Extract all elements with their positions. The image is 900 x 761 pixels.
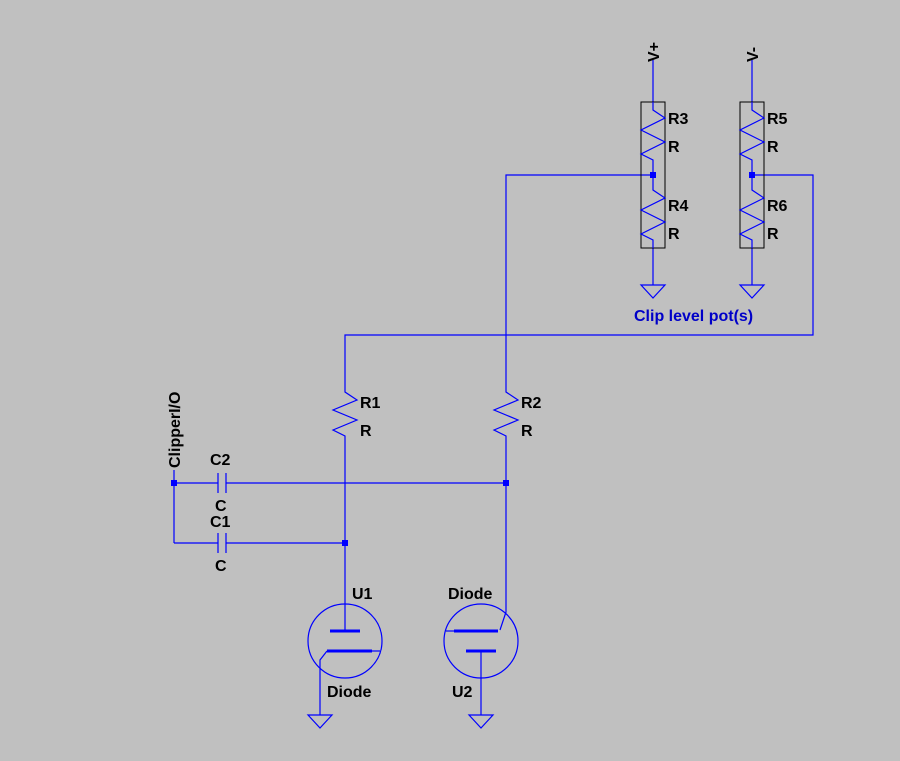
ground-symbol-3 [306,714,334,729]
tube-u1[interactable] [307,603,383,679]
r6-value: R [767,226,779,243]
r6-ref: R6 [767,198,788,215]
u2-value: Diode [448,586,493,603]
tube-u2[interactable] [443,603,519,679]
resistor-r4[interactable] [639,175,667,248]
clip-level-comment: Clip level pot(s) [634,308,753,325]
pot-vplus[interactable] [639,101,667,249]
r5-ref: R5 [767,111,788,128]
vminus-label: V- [745,47,762,62]
resistor-r6[interactable] [738,175,766,248]
resistor-r5[interactable] [738,102,766,175]
resistor-r3[interactable] [639,102,667,175]
io-net-label: ClipperI/O [167,392,184,468]
r3-ref: R3 [668,111,689,128]
ground-symbol-1 [639,284,667,299]
ground-symbol-2 [738,284,766,299]
wires [173,60,814,715]
resistor-r1[interactable] [331,390,359,440]
r1-ref: R1 [360,395,381,412]
junction-dot [342,540,348,546]
c1-value: C [215,558,227,575]
c2-value: C [215,498,227,515]
junction-dot [171,480,177,486]
u2-ref: U2 [452,684,473,701]
junction-dot [503,480,509,486]
r1-value: R [360,423,372,440]
capacitor-c2[interactable] [217,473,227,493]
r5-value: R [767,139,779,156]
r4-ref: R4 [668,198,689,215]
r4-value: R [668,226,680,243]
r3-value: R [668,139,680,156]
vplus-label: V+ [646,42,663,62]
c1-ref: C1 [210,514,231,531]
capacitor-c1[interactable] [217,533,227,553]
resistor-r2[interactable] [492,390,520,440]
r2-value: R [521,423,533,440]
c2-ref: C2 [210,452,231,469]
ground-symbol-4 [467,714,495,729]
u1-value: Diode [327,684,372,701]
u1-ref: U1 [352,586,373,603]
pot-vminus[interactable] [738,101,766,249]
r2-ref: R2 [521,395,542,412]
